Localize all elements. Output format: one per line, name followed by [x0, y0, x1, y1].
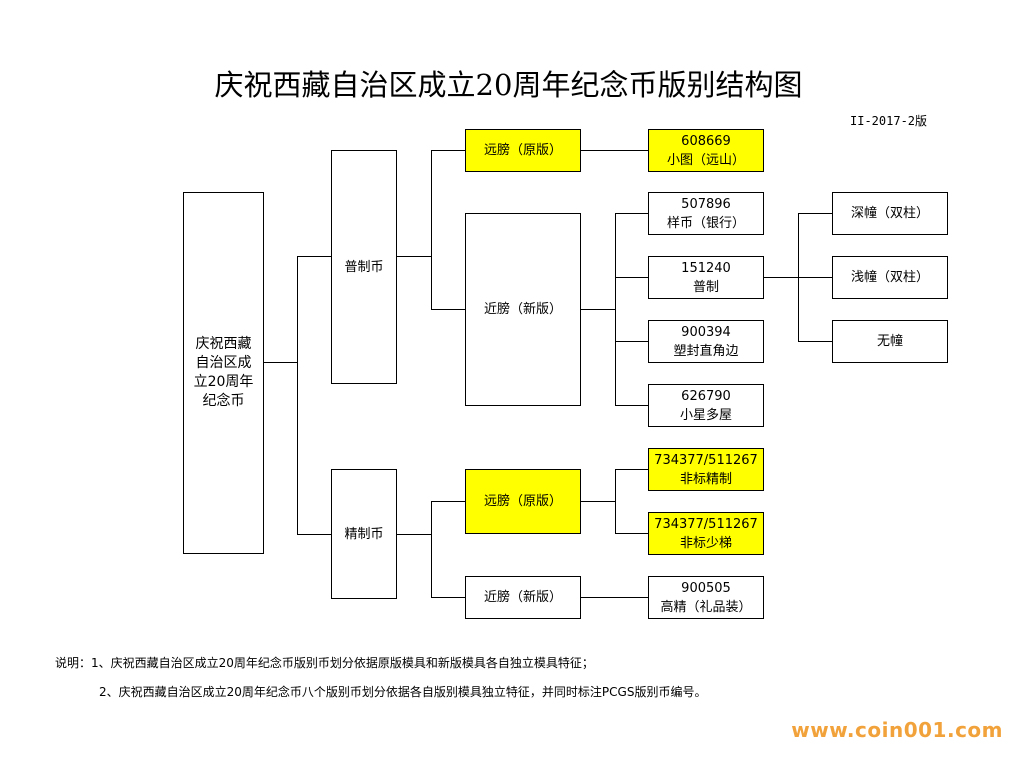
variety-code: 734377/511267	[654, 516, 758, 532]
root-node: 庆祝西藏 自治区成 立20周年 纪念币	[183, 192, 264, 554]
sub-variety-node: 深幢（双柱）	[832, 192, 948, 235]
variety-code: 507896	[681, 196, 731, 212]
connector-line	[764, 277, 798, 278]
variety-code: 900505	[681, 580, 731, 596]
connector-line	[581, 597, 648, 598]
connector-line	[297, 256, 298, 534]
sub-variety-node: 无幢	[832, 320, 948, 363]
variety-code: 734377/511267	[654, 452, 758, 468]
connector-line	[615, 341, 648, 342]
jingzhi-yuanfang-node: 远膀（原版）	[465, 469, 581, 534]
root-line: 自治区成	[195, 355, 252, 371]
variety-node: 900394 塑封直角边	[648, 320, 764, 363]
connector-line	[581, 501, 615, 502]
jingzhi-jinfang-label: 近膀（新版）	[483, 590, 562, 605]
puzhi-yuanfang-node: 远膀（原版）	[465, 129, 581, 172]
puzhi-jinfang-label: 近膀（新版）	[483, 302, 562, 317]
variety-node: 608669 小图（远山）	[648, 129, 764, 172]
connector-line	[264, 362, 297, 363]
variety-code: 626790	[681, 388, 731, 404]
note-line: 说明：1、庆祝西藏自治区成立20周年纪念币版别币划分依据原版模具和新版模具各自独…	[55, 656, 594, 670]
connector-line	[431, 150, 432, 309]
variety-node: 900505 高精（礼品装）	[648, 576, 764, 619]
sub-variety-node: 浅幢（双柱）	[832, 256, 948, 299]
variety-code: 151240	[681, 260, 731, 276]
connector-line	[297, 256, 331, 257]
connector-line	[397, 534, 431, 535]
connector-line	[615, 469, 648, 470]
jingzhi-label: 精制币	[344, 526, 384, 542]
sub-variety-label: 无幢	[876, 334, 903, 349]
connector-line	[615, 213, 616, 405]
variety-name: 样币（银行）	[666, 215, 745, 231]
connector-line	[297, 534, 331, 535]
puzhi-yuanfang-label: 远膀（原版）	[483, 143, 562, 158]
variety-name: 高精（礼品装）	[660, 599, 752, 615]
variety-node: 734377/511267 非标少梯	[648, 512, 764, 555]
connector-line	[615, 277, 648, 278]
root-line: 纪念币	[202, 393, 245, 409]
sub-variety-label: 深幢（双柱）	[850, 206, 929, 221]
puzhi-node: 普制币	[331, 150, 397, 384]
watermark: www.coin001.com	[791, 718, 1003, 742]
note-line: 2、庆祝西藏自治区成立20周年纪念币八个版别币划分依据各自版别模具独立特征，并同…	[99, 685, 707, 699]
sub-variety-label: 浅幢（双柱）	[850, 270, 929, 285]
page-title: 庆祝西藏自治区成立20周年纪念币版别结构图	[214, 68, 803, 102]
variety-name: 塑封直角边	[673, 343, 739, 359]
connector-line	[431, 597, 465, 598]
connector-line	[581, 309, 615, 310]
connector-line	[431, 150, 465, 151]
connector-line	[798, 277, 832, 278]
variety-node: 507896 样币（银行）	[648, 192, 764, 235]
puzhi-label: 普制币	[344, 259, 384, 275]
variety-node: 734377/511267 非标精制	[648, 448, 764, 491]
connector-line	[397, 256, 431, 257]
connector-line	[798, 341, 832, 342]
connector-line	[615, 533, 648, 534]
jingzhi-node: 精制币	[331, 469, 397, 599]
puzhi-jinfang-node: 近膀（新版）	[465, 213, 581, 406]
connector-line	[431, 501, 465, 502]
connector-line	[431, 309, 465, 310]
connector-line	[798, 213, 832, 214]
variety-name: 小星多屋	[679, 407, 732, 423]
root-line: 立20周年	[193, 374, 254, 390]
version-label: II-2017-2版	[850, 114, 928, 128]
connector-line	[615, 405, 648, 406]
jingzhi-yuanfang-label: 远膀（原版）	[483, 494, 562, 509]
root-line: 庆祝西藏	[195, 336, 252, 352]
variety-name: 普制	[692, 279, 719, 295]
variety-code: 608669	[681, 133, 731, 149]
variety-name: 非标少梯	[679, 535, 732, 551]
connector-line	[581, 150, 648, 151]
variety-code: 900394	[681, 324, 731, 340]
variety-name: 小图（远山）	[666, 152, 745, 168]
connector-line	[615, 213, 648, 214]
connector-line	[615, 469, 616, 533]
variety-node: 626790 小星多屋	[648, 384, 764, 427]
variety-name: 非标精制	[679, 471, 732, 487]
connector-line	[431, 501, 432, 597]
jingzhi-jinfang-node: 近膀（新版）	[465, 576, 581, 619]
variety-node: 151240 普制	[648, 256, 764, 299]
